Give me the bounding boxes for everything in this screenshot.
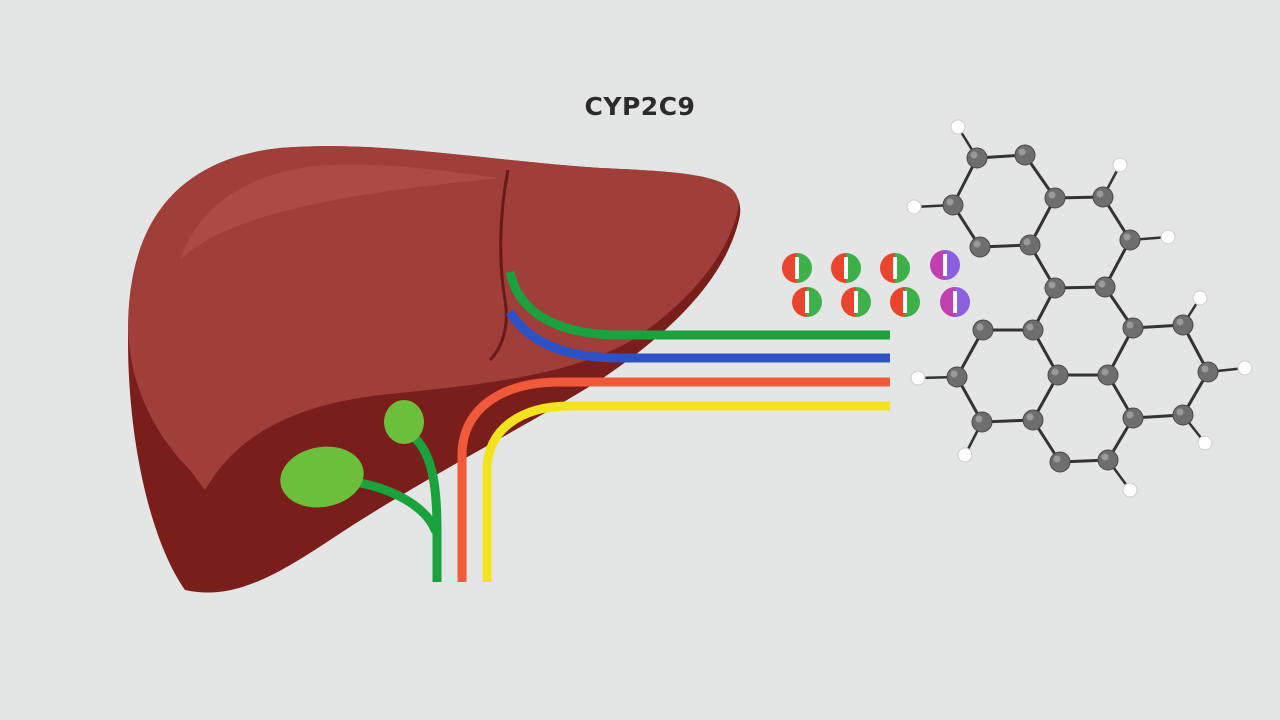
carbon-atom [969,236,991,258]
carbon-atom [966,147,988,169]
pill [930,250,960,280]
vessels [457,270,890,582]
duct-yellow [482,401,890,582]
atom-highlight [1053,455,1061,463]
carbon-atom [1049,451,1071,473]
duct-green [505,270,890,340]
carbon-atom [1172,314,1194,336]
atom-highlight [1123,233,1131,241]
carbon-atom [971,411,993,433]
atom-highlight [1176,408,1184,416]
atom-highlight [1126,321,1134,329]
liver-main-lobe [128,146,739,490]
pill [841,287,871,317]
pill [831,253,861,283]
hydrogen-atom [1237,360,1253,376]
pill [890,287,920,317]
carbon-atom [1197,361,1219,383]
atom-highlight [1051,368,1059,376]
hydrogen-atom [1160,229,1176,245]
carbon-atom [1022,319,1044,341]
hydrogen-atom [1122,482,1138,498]
atom-highlight [1048,191,1056,199]
carbon-atom [946,366,968,388]
atom-highlight [946,198,954,206]
hydrogen-atom [957,447,973,463]
pill [782,253,812,283]
atom-highlight [1126,411,1134,419]
gallbladder-small [384,400,424,444]
hydrogen-atom [906,199,922,215]
carbon-atom [1047,364,1069,386]
atom-highlight [973,240,981,248]
atom-highlight [975,415,983,423]
bile-duct-branch [350,477,440,535]
atom-highlight [950,370,958,378]
carbon-atom [1044,187,1066,209]
hydrogen-atom [910,370,926,386]
atom-highlight [1101,453,1109,461]
enzyme-title: CYP2C9 [584,92,696,121]
carbon-atom [1097,364,1119,386]
atom-highlight [1098,280,1106,288]
atom-highlight [1048,281,1056,289]
pill [792,287,822,317]
gallbladder-large [280,446,364,508]
carbon-atom [972,319,994,341]
carbon-atom [1094,276,1116,298]
carbon-atom [1044,277,1066,299]
carbon-atom [1119,229,1141,251]
carbon-atom [1122,317,1144,339]
atom-highlight [1176,318,1184,326]
atom-highlight [1201,365,1209,373]
liver-lobe-divider [488,169,510,362]
carbon-atom [1122,407,1144,429]
atom-highlight [1018,148,1026,156]
carbon-atom [1092,186,1114,208]
hydrogen-atom [1112,157,1128,173]
pill [880,253,910,283]
duct-red [457,377,890,582]
hydrogen-atom [1192,290,1208,306]
pill [940,287,970,317]
atom-highlight [1026,413,1034,421]
bile-duct-branch-upper [410,433,442,535]
liver-highlight [180,164,500,260]
duct-blue [506,309,890,363]
atom-highlight [970,151,978,159]
hydrogen-atom [1197,435,1213,451]
atom-highlight [1096,190,1104,198]
molecule [906,119,1253,498]
atom-highlight [1026,323,1034,331]
carbon-atom [1097,449,1119,471]
atom-highlight [976,323,984,331]
hydrogen-atom [950,119,966,135]
carbon-atom [1014,144,1036,166]
atom-highlight [1023,238,1031,246]
gallbladder [280,400,442,582]
atom-highlight [1101,368,1109,376]
pills-group [782,250,970,317]
carbon-atom [1019,234,1041,256]
carbon-atom [1022,409,1044,431]
carbon-atom [1172,404,1194,426]
carbon-atom [942,194,964,216]
